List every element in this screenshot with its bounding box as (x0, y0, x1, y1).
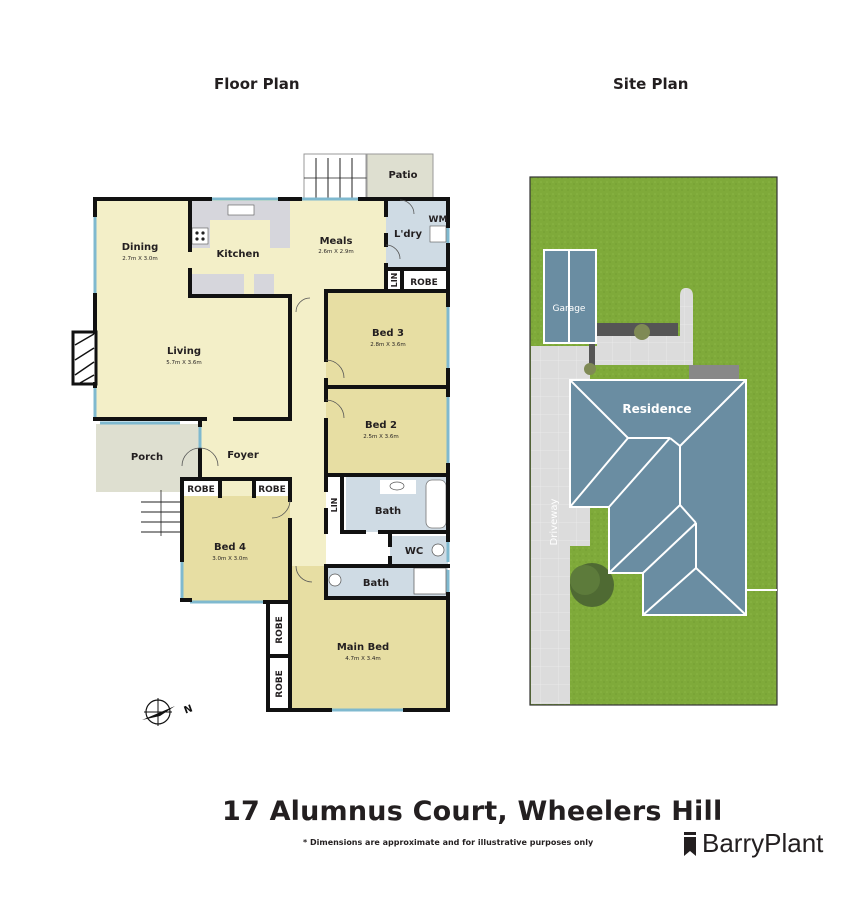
garage: Garage (543, 249, 597, 344)
label-wm: WM (429, 215, 448, 225)
driveway-label: Driveway (549, 498, 560, 545)
room-dims-bed2: 2.5m X 3.6m (363, 434, 398, 440)
garden-bed-strip (589, 336, 595, 366)
label-robe-bed3: ROBE (410, 278, 438, 288)
room-label-main-bed: Main Bed (337, 642, 389, 653)
porch-stairs (141, 490, 181, 536)
rear-steps (689, 365, 739, 379)
room-label-bed2: Bed 2 (365, 420, 397, 431)
foyer-room (200, 419, 326, 477)
svg-text:N: N (183, 703, 195, 716)
room-label-bed4: Bed 4 (214, 542, 246, 553)
room-dims-dining: 2.7m X 3.0m (122, 256, 157, 262)
bed4-nook (220, 481, 254, 496)
patio-area (366, 153, 434, 201)
room-dims-living: 5.7m X 3.6m (166, 360, 201, 366)
tree-canopy (570, 565, 600, 595)
floor-plan-heading: Floor Plan (214, 75, 300, 93)
rear-stairs (303, 153, 372, 199)
room-label-ensuite: Bath (363, 578, 389, 589)
room-label-foyer: Foyer (227, 450, 259, 461)
garage-label: Garage (553, 304, 586, 314)
floor-plan: Dining 2.7m X 3.0m Kitchen Meals 2.6m X … (71, 153, 450, 726)
site-plan-heading: Site Plan (613, 75, 689, 93)
label-lin-upper: LIN (390, 273, 399, 288)
bed3-room (326, 291, 448, 385)
kitchen-benches (190, 201, 290, 296)
room-label-kitchen: Kitchen (217, 249, 260, 260)
label-robe-bed4-right: ROBE (258, 485, 286, 495)
room-label-laundry: L'dry (394, 229, 423, 240)
room-label-wc: WC (405, 546, 423, 557)
bed2-room (326, 387, 448, 475)
disclaimer: * Dimensions are approximate and for ill… (303, 838, 594, 847)
windows (93, 197, 450, 712)
room-dims-main-bed: 4.7m X 3.4m (345, 656, 380, 662)
main-bed-entry (290, 566, 326, 598)
room-label-bed3: Bed 3 (372, 328, 404, 339)
residence-label: Residence (622, 402, 691, 416)
label-lin-lower: LIN (330, 498, 339, 513)
label-robe-main-2: ROBE (275, 670, 285, 698)
door-swings (181, 199, 415, 583)
residence: Residence (569, 379, 747, 616)
bookmark-icon (684, 831, 696, 856)
room-label-dining: Dining (122, 242, 159, 253)
shrub (584, 363, 596, 375)
room-dims-bed4: 3.0m X 3.0m (212, 556, 247, 562)
living-room (95, 296, 290, 419)
label-robe-main-1: ROBE (275, 616, 285, 644)
fireplace (71, 330, 98, 386)
shrub (634, 324, 650, 340)
site-plan: Garage Residence Driveway (529, 176, 778, 706)
room-label-meals: Meals (320, 236, 353, 247)
walls (93, 197, 450, 712)
room-dims-meals: 2.6m X 2.9m (318, 249, 353, 255)
room-label-patio: Patio (389, 170, 418, 181)
bath-fixtures (328, 225, 447, 595)
north-arrow-icon: N (142, 698, 194, 726)
property-address: 17 Alumnus Court, Wheelers Hill (222, 796, 723, 827)
label-robe-bed4-left: ROBE (187, 485, 215, 495)
room-dims-bed3: 2.8m X 3.6m (370, 342, 405, 348)
brand-name: BarryPlant (702, 828, 824, 858)
room-label-bath: Bath (375, 506, 401, 517)
room-label-porch: Porch (131, 452, 163, 463)
brand-logo: BarryPlant (684, 828, 823, 859)
room-label-living: Living (167, 346, 201, 357)
bed4-room (182, 496, 290, 602)
main-bed-room (290, 598, 448, 710)
